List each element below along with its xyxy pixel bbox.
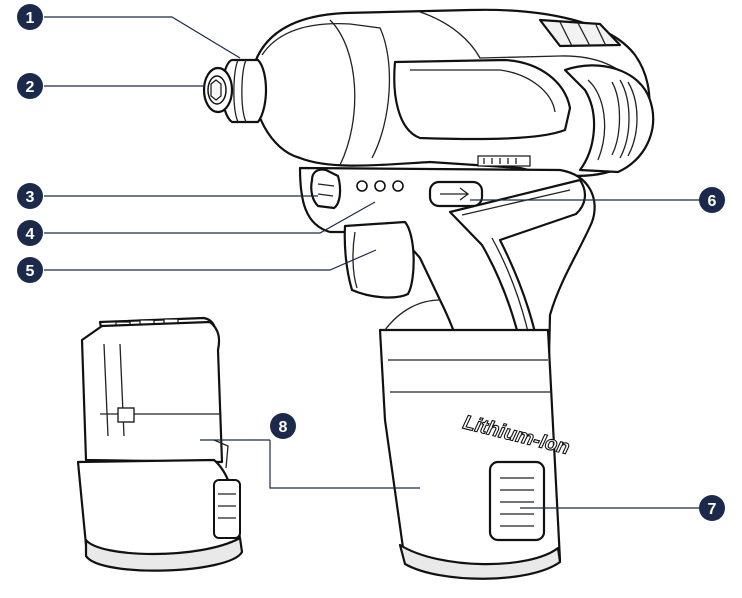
callout-badge-4: 4 xyxy=(17,220,43,246)
callout-badge-1: 1 xyxy=(17,4,43,30)
callout-badge-8: 8 xyxy=(270,413,296,439)
battery-release-button xyxy=(488,460,546,542)
battery-pack xyxy=(76,316,244,572)
svg-text:7: 7 xyxy=(708,501,717,518)
callout-badge-7: 7 xyxy=(699,495,725,521)
svg-text:1: 1 xyxy=(26,10,35,27)
work-light xyxy=(310,168,342,210)
svg-text:2: 2 xyxy=(26,79,35,96)
svg-text:5: 5 xyxy=(26,263,35,280)
hex-bit-socket xyxy=(202,66,234,114)
leader-5 xyxy=(44,249,377,271)
callout-badge-2: 2 xyxy=(17,73,43,99)
leader-8 xyxy=(269,440,420,489)
callout-badges: 1 2 3 4 5 6 7 8 xyxy=(17,4,725,521)
impact-driver-illustration: Lithium-Ion xyxy=(202,8,655,580)
leader-4 xyxy=(44,201,376,234)
svg-text:3: 3 xyxy=(26,189,35,206)
leader-1 xyxy=(44,16,241,59)
svg-text:4: 4 xyxy=(26,226,35,243)
callout-badge-3: 3 xyxy=(17,183,43,209)
callout-badge-6: 6 xyxy=(699,187,725,213)
battery-indicator xyxy=(356,180,404,192)
callout-badge-5: 5 xyxy=(17,257,43,283)
leader-lines xyxy=(44,16,700,509)
trigger xyxy=(343,220,415,299)
direction-switch xyxy=(428,180,484,208)
svg-text:6: 6 xyxy=(708,193,717,210)
svg-text:8: 8 xyxy=(279,419,288,436)
